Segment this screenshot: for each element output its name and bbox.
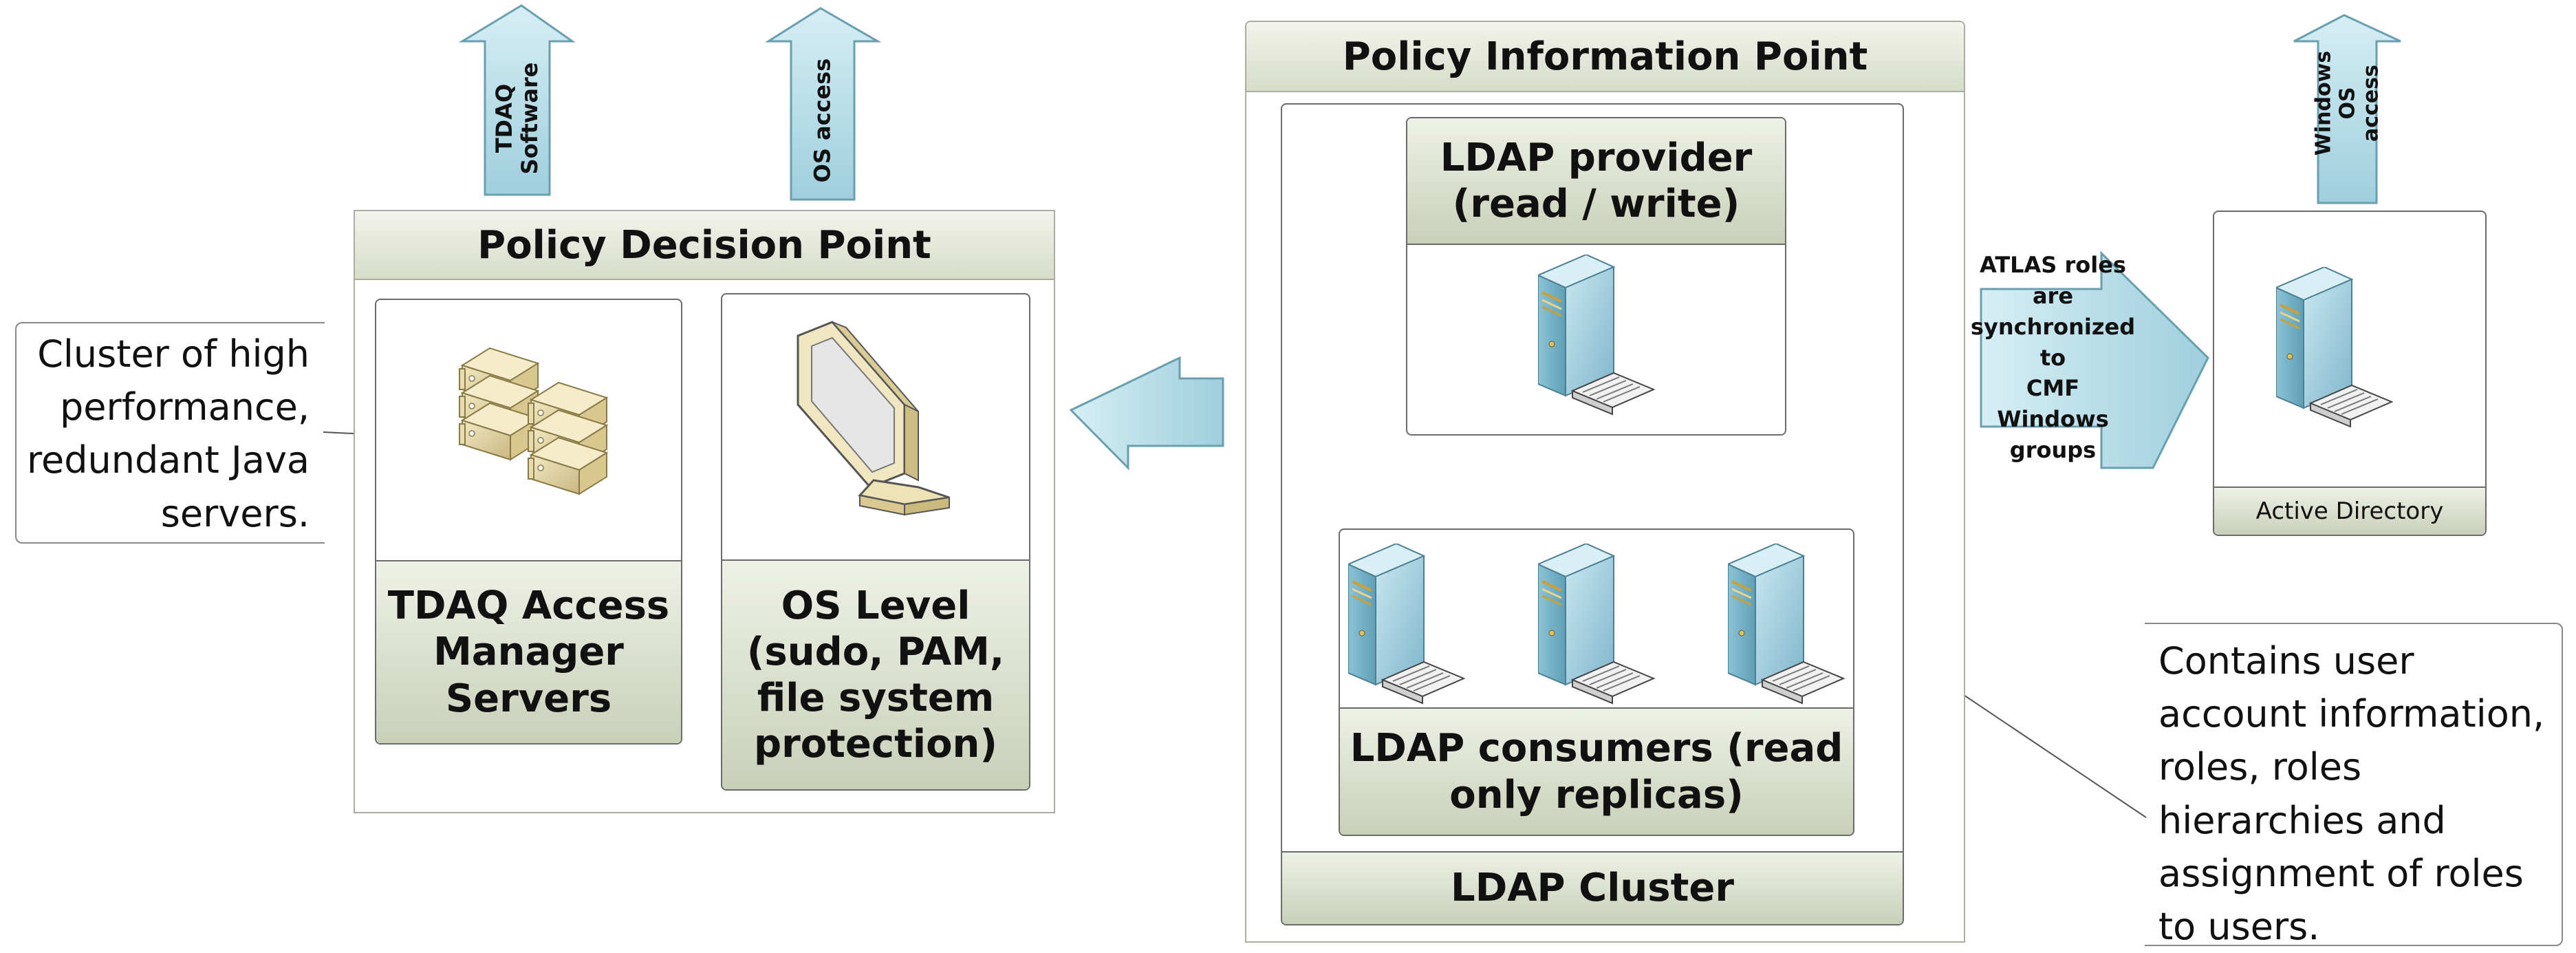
windows-os-access-arrow-label-wrap: Windows OS access xyxy=(2311,34,2383,172)
os-access-label: OS access xyxy=(809,58,836,183)
tdaq-software-arrow xyxy=(458,4,576,196)
access-manager-box: TDAQ Access Manager Servers xyxy=(375,299,682,745)
windows-os-access-label: Windows OS access xyxy=(2310,50,2383,156)
ldap-consumers-label: LDAP consumers (read only replicas) xyxy=(1340,707,1853,835)
os-access-arrow xyxy=(764,7,882,201)
ldap-cluster-label: LDAP Cluster xyxy=(1282,851,1903,924)
server-icon xyxy=(1538,255,1655,416)
active-directory-label: Active Directory xyxy=(2214,486,2485,535)
active-directory-box: Active Directory xyxy=(2213,211,2487,536)
os-level-label: OS Level (sudo, PAM, file system protect… xyxy=(722,559,1029,789)
policy-decision-point-title: Policy Decision Point xyxy=(355,211,1054,280)
cluster-note: Cluster of high performance, redundant J… xyxy=(27,332,310,535)
monitor-icon xyxy=(797,321,950,516)
ldap-consumers-box: LDAP consumers (read only replicas) xyxy=(1339,528,1854,836)
access-manager-label: TDAQ Access Manager Servers xyxy=(376,560,681,743)
ldap-note: Contains user account information, roles… xyxy=(2158,639,2545,949)
server-icon xyxy=(2276,267,2393,428)
server-rack-icon xyxy=(459,347,607,495)
tdaq-software-label: TDAQ Software xyxy=(491,62,543,174)
policy-information-point-title: Policy Information Point xyxy=(1246,22,1964,92)
pip-to-pdp-arrow xyxy=(1069,356,1224,471)
sync-label: ATLAS roles are synchronized to CMF Wind… xyxy=(1970,252,2136,463)
windows-os-access-arrow xyxy=(2293,14,2401,204)
os-level-box: OS Level (sudo, PAM, file system protect… xyxy=(721,293,1030,791)
cluster-note-bracket xyxy=(15,322,325,544)
ldap-provider-box: LDAP provider (read / write) xyxy=(1406,117,1786,436)
server-icon xyxy=(1348,544,1465,705)
sync-arrow xyxy=(1980,250,2209,469)
server-icon xyxy=(1728,544,1845,705)
os-access-arrow-label-wrap: OS access xyxy=(791,41,854,200)
server-icon xyxy=(1538,544,1655,705)
tdaq-software-arrow-label-wrap: TDAQ Software xyxy=(485,41,550,195)
ldap-provider-label: LDAP provider (read / write) xyxy=(1407,118,1785,245)
